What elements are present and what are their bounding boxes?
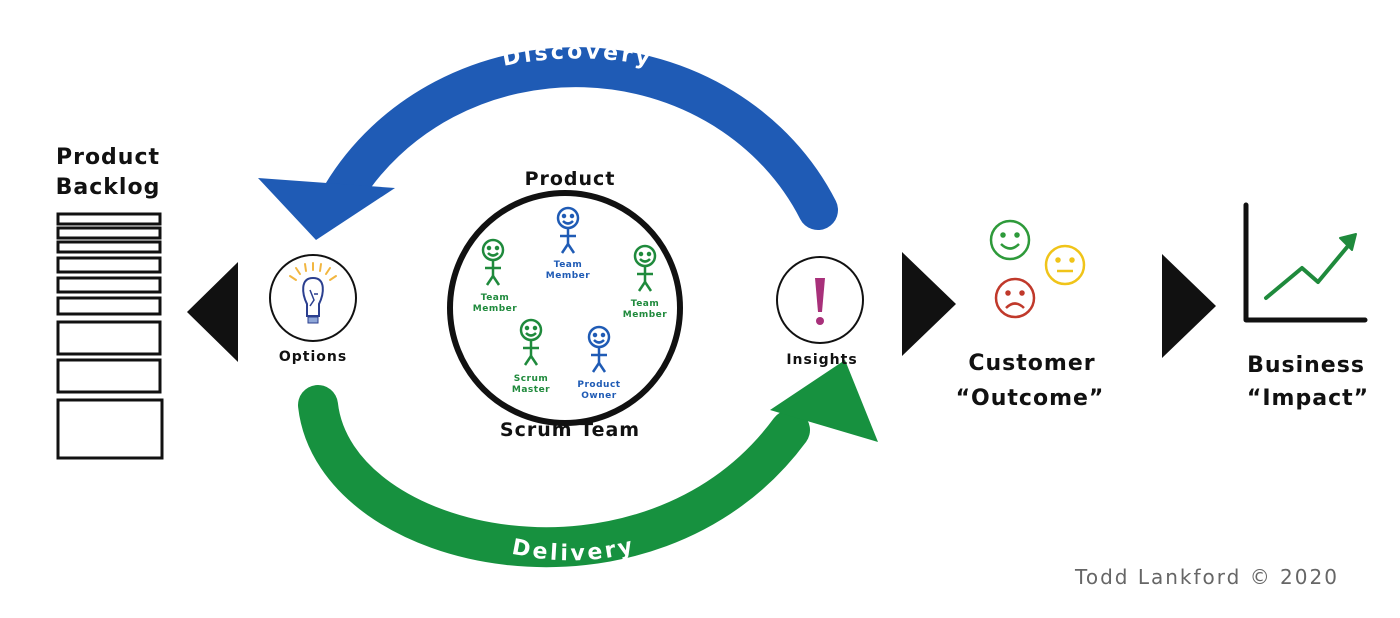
stick-figure-icon bbox=[481, 238, 505, 286]
scrum-master-line1: Scrum bbox=[514, 374, 549, 384]
product-label: Product bbox=[525, 168, 616, 190]
scrum-master-line2: Master bbox=[512, 385, 550, 395]
team-member-right-line1: Team bbox=[631, 299, 660, 309]
happy-face-icon bbox=[989, 219, 1031, 261]
business-impact: Business “Impact” bbox=[1243, 202, 1369, 411]
sad-face-icon bbox=[994, 277, 1036, 319]
growth-chart-icon bbox=[1243, 202, 1368, 323]
neutral-face-icon bbox=[1044, 244, 1086, 286]
scrum-master: Scrum Master bbox=[512, 318, 550, 395]
business-line1: Business bbox=[1247, 353, 1365, 378]
backlog-stack-icon bbox=[56, 212, 164, 460]
exclamation-icon bbox=[815, 278, 825, 325]
insights-node: Insights bbox=[776, 256, 864, 368]
stick-figure-icon bbox=[587, 325, 611, 373]
stick-figure-icon bbox=[519, 318, 543, 366]
product-owner: Product Owner bbox=[577, 325, 620, 401]
team-member-left-line2: Member bbox=[473, 304, 517, 314]
customer-line1: Customer bbox=[968, 351, 1095, 376]
product-scrum-team: Product Scrum Team Team Member bbox=[447, 168, 683, 441]
stick-figure-icon bbox=[556, 206, 580, 254]
arrow-right-icon bbox=[1162, 254, 1216, 358]
product-owner-line2: Owner bbox=[581, 391, 616, 401]
team-member-top-line2: Member bbox=[546, 271, 590, 281]
credit-text: Todd Lankford © 2020 bbox=[1074, 565, 1339, 589]
lightbulb-icon bbox=[289, 262, 337, 324]
delivery-arc: Delivery bbox=[298, 360, 878, 568]
arrow-left-icon bbox=[187, 262, 238, 362]
options-node: Options bbox=[269, 254, 357, 365]
scrum-team-label: Scrum Team bbox=[500, 419, 640, 441]
backlog-title-line1: Product bbox=[56, 145, 160, 170]
product-backlog: Product Backlog bbox=[56, 145, 164, 460]
arrow-right-icon bbox=[902, 252, 956, 356]
discovery-arc: Discovery bbox=[258, 39, 838, 240]
backlog-title-line2: Backlog bbox=[56, 175, 161, 200]
business-line2: “Impact” bbox=[1247, 386, 1369, 411]
team-member-right: Team Member bbox=[623, 244, 667, 320]
product-owner-line1: Product bbox=[577, 380, 620, 390]
customer-outcome: Customer “Outcome” bbox=[956, 219, 1105, 411]
insights-label: Insights bbox=[786, 352, 857, 368]
options-label: Options bbox=[279, 349, 347, 365]
team-member-right-line2: Member bbox=[623, 310, 667, 320]
team-member-left-line1: Team bbox=[481, 293, 510, 303]
stick-figure-icon bbox=[633, 244, 657, 292]
team-member-left: Team Member bbox=[473, 238, 517, 314]
customer-line2: “Outcome” bbox=[956, 386, 1105, 411]
team-member-top-line1: Team bbox=[554, 260, 583, 270]
team-member-top: Team Member bbox=[546, 206, 590, 281]
